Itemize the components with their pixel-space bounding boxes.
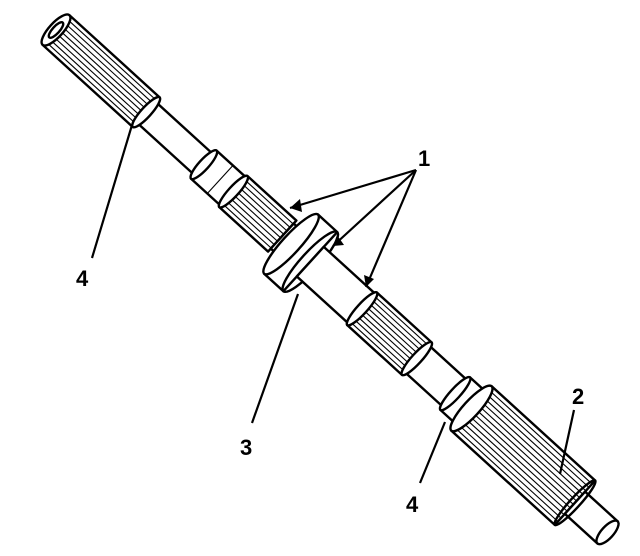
spline-ridge bbox=[69, 20, 158, 102]
arrowhead-1b bbox=[333, 235, 344, 246]
spline-section-mid-front bbox=[345, 290, 433, 377]
spline-ridge bbox=[372, 300, 427, 350]
spline-section-rear bbox=[40, 13, 161, 129]
spline-ridge bbox=[54, 37, 143, 118]
leader-1b bbox=[332, 169, 417, 247]
callout-4-front: 4 bbox=[406, 492, 419, 517]
spline-ridge bbox=[236, 191, 285, 235]
journal-front bbox=[400, 340, 488, 426]
arrowhead-1c bbox=[364, 275, 374, 287]
spline-ridge bbox=[481, 402, 584, 495]
spline-ridge bbox=[51, 40, 140, 121]
spline-ridge bbox=[48, 43, 137, 125]
callout-4-rear: 4 bbox=[76, 266, 89, 291]
spline-ridge bbox=[475, 409, 577, 502]
callout-1: 1 bbox=[418, 146, 430, 171]
spline-ridge bbox=[352, 323, 406, 373]
spline-ridge bbox=[227, 201, 275, 246]
callout-3: 3 bbox=[240, 435, 252, 460]
spline-ridge bbox=[60, 30, 149, 111]
spline-ridge bbox=[366, 307, 421, 356]
spline-ridges bbox=[456, 391, 593, 522]
spline-ridge bbox=[369, 303, 424, 353]
spline-ridge bbox=[66, 24, 155, 105]
spline-ridge bbox=[230, 198, 278, 242]
spline-ridge bbox=[466, 419, 568, 512]
spline-ridge bbox=[239, 188, 288, 232]
spline-ridge bbox=[224, 205, 272, 249]
spline-ridge bbox=[355, 320, 409, 369]
thrust-collar bbox=[262, 212, 340, 294]
spline-ridge bbox=[478, 405, 581, 499]
callout-2: 2 bbox=[572, 384, 584, 409]
spline-ridge bbox=[469, 415, 571, 509]
leader-2 bbox=[558, 409, 576, 475]
spline-section-front bbox=[449, 384, 597, 527]
spline-ridge bbox=[360, 313, 415, 363]
spline-section-mid-rear bbox=[217, 174, 298, 253]
spline-ridge bbox=[488, 395, 590, 488]
spline-ridge bbox=[463, 422, 565, 516]
arrowhead-1a bbox=[290, 199, 302, 212]
leader-4a bbox=[90, 124, 134, 259]
spline-ridge bbox=[472, 412, 574, 505]
spline-ridge bbox=[63, 27, 152, 108]
leader-3 bbox=[250, 293, 300, 424]
shaft-assembly bbox=[40, 13, 620, 546]
leader-1a bbox=[289, 168, 417, 210]
spline-ridge bbox=[456, 429, 559, 522]
spline-ridge bbox=[246, 181, 294, 225]
spline-ridge bbox=[375, 297, 429, 347]
spline-ridge bbox=[243, 184, 291, 228]
spline-ridge bbox=[460, 426, 562, 519]
spline-ridge bbox=[57, 33, 146, 115]
leader-lines bbox=[90, 124, 576, 484]
spline-ridge bbox=[491, 391, 593, 485]
spline-ridge bbox=[357, 316, 412, 366]
spline-ridges bbox=[352, 297, 429, 373]
spline-ridges bbox=[48, 20, 158, 125]
pilot-end bbox=[553, 479, 620, 546]
spline-ridge bbox=[233, 194, 282, 239]
spline-ridge bbox=[363, 310, 418, 360]
leader-1c bbox=[364, 169, 418, 288]
spline-ridges bbox=[224, 181, 294, 249]
spline-ridge bbox=[484, 398, 587, 492]
leader-4b bbox=[418, 421, 447, 484]
